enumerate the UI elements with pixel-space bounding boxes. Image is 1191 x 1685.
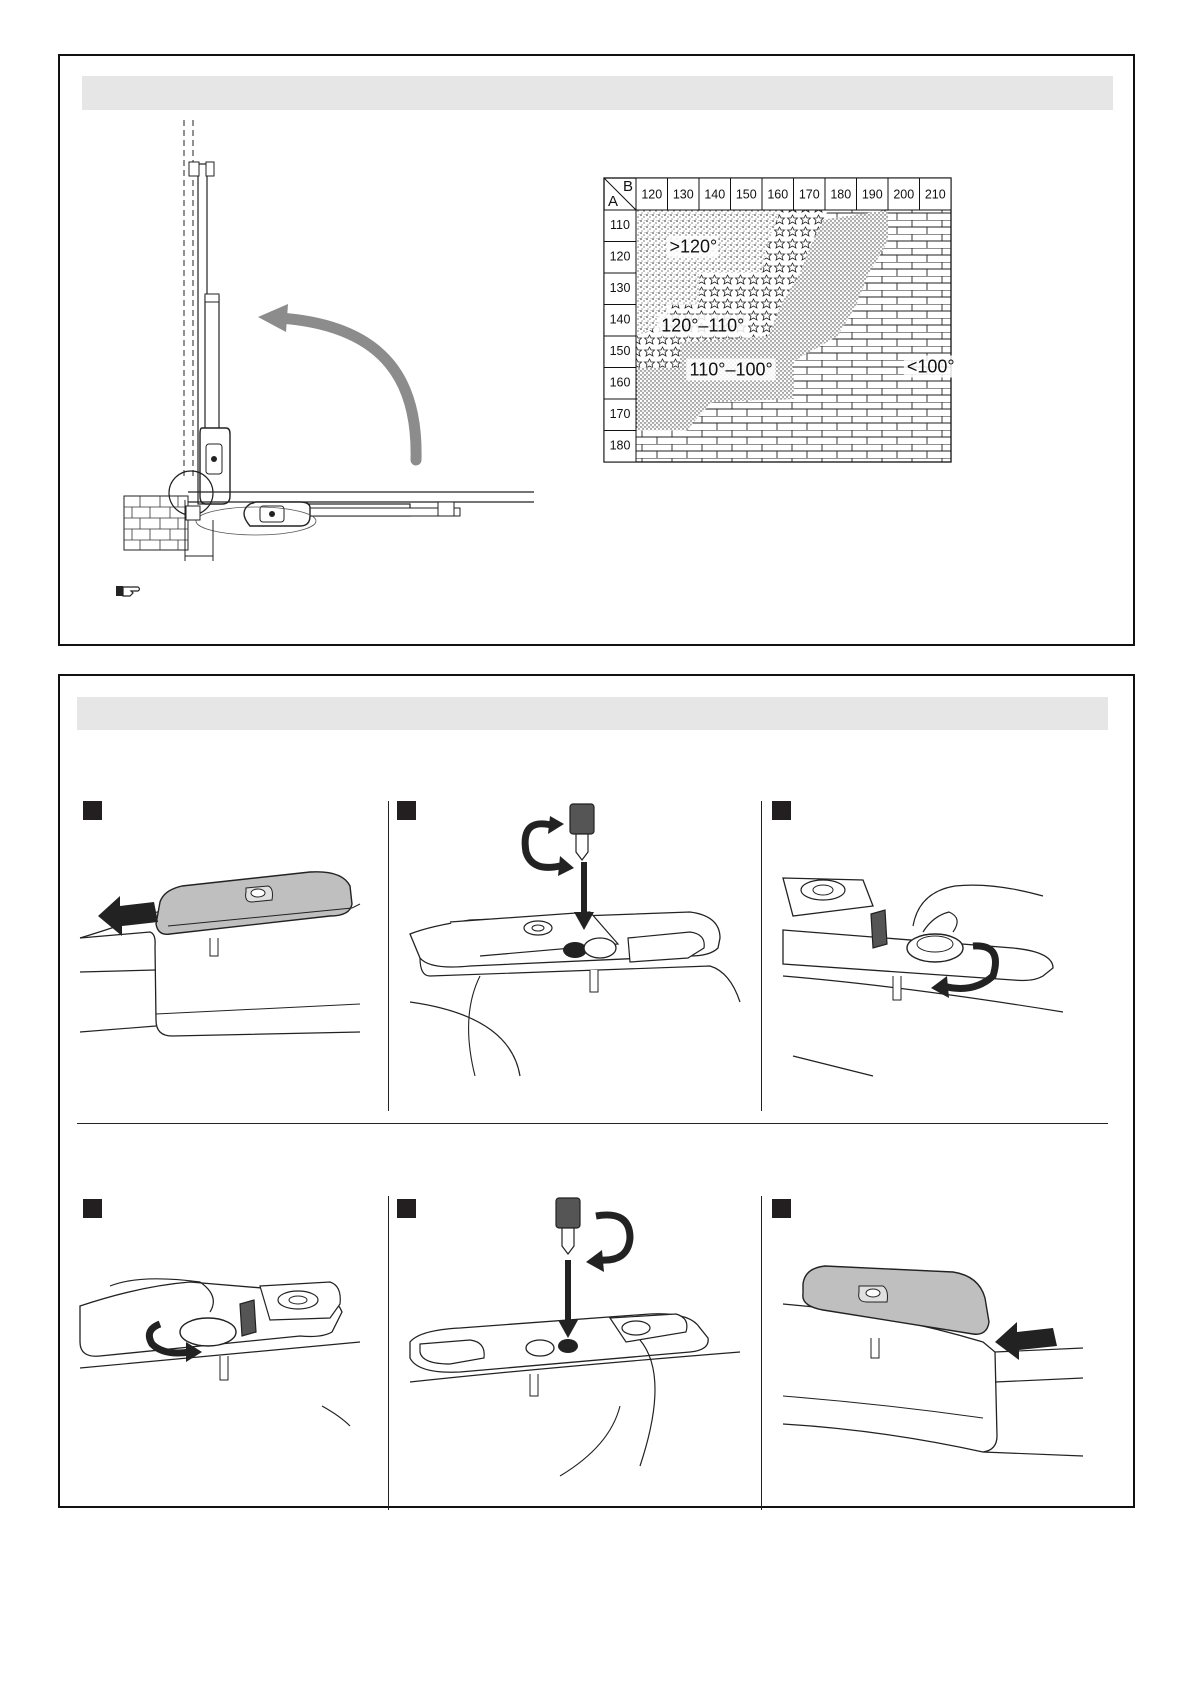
- table-column-header: 210: [925, 187, 946, 201]
- table-row-header: 140: [610, 313, 631, 327]
- table-column-header: 120: [641, 187, 662, 201]
- table-row-header: 130: [610, 281, 631, 295]
- table-column-header: 160: [767, 187, 788, 201]
- step-2-insert-key-illustration: [390, 676, 762, 1106]
- table-column-header: 150: [736, 187, 757, 201]
- curved-arrow-icon: [525, 816, 574, 876]
- pointing-hand-icon: [116, 586, 140, 596]
- key-icon: [570, 804, 594, 860]
- table-column-header: 200: [893, 187, 914, 201]
- table-row-header: 150: [610, 344, 631, 358]
- table-column-header: 140: [704, 187, 725, 201]
- table-column-header: 180: [830, 187, 851, 201]
- zone-label: <100°: [907, 356, 955, 376]
- zone-label: >120°: [670, 237, 718, 257]
- step-5-remove-key-illustration: [390, 1106, 762, 1510]
- table-column-header: 190: [862, 187, 883, 201]
- curved-arrow-icon: [586, 1215, 630, 1272]
- opening-angle-table: AB 120 130 140 150 160 170 180 190 200 210 110 120 13…: [604, 178, 954, 488]
- table-corner-a: A: [608, 193, 618, 210]
- table-row-header: 110: [610, 218, 630, 232]
- step-4-turn-lock-illustration: [60, 1106, 390, 1510]
- step-3-turn-lock-illustration: [763, 676, 1103, 1106]
- step-6-close-cover-illustration: [763, 1106, 1103, 1510]
- step-1-slide-cover-illustration: [60, 676, 390, 1106]
- key-icon: [556, 1198, 580, 1254]
- table-row-header: 180: [610, 439, 631, 453]
- release-panel: [58, 674, 1135, 1508]
- gate-opener-drawing: [60, 56, 1137, 648]
- table-corner-b: B: [623, 178, 633, 195]
- table-row-header: 120: [610, 250, 631, 264]
- zone-label: 110°–100°: [690, 359, 773, 379]
- table-row-header: 170: [610, 407, 631, 421]
- zone-label: 120°–110°: [661, 315, 744, 335]
- table-row-header: 160: [610, 376, 631, 390]
- table-column-header: 130: [673, 187, 694, 201]
- table-column-header: 170: [799, 187, 820, 201]
